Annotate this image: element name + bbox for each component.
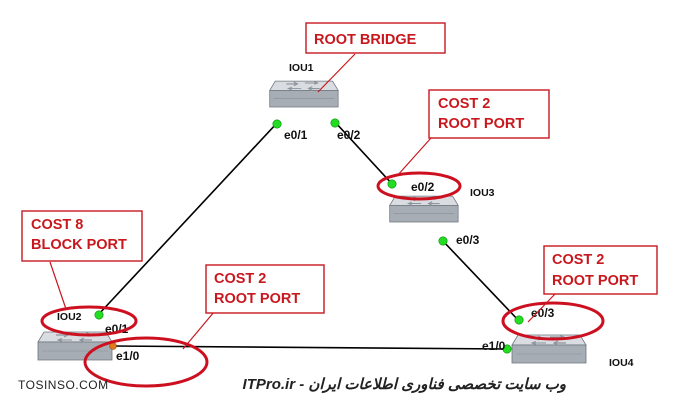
port-dot-iou1-e0-1[interactable] (272, 119, 282, 129)
highlight-iou2-e1-0 (83, 336, 209, 388)
callout-iou2-e1-role: ROOT PORT (214, 291, 300, 307)
link-iou3-iou4 (441, 239, 521, 323)
device-label-iou1: IOU1 (289, 62, 314, 74)
port-label-iou1-e0-2: e0/2 (337, 128, 361, 142)
callout-iou2-cost: COST 8 (31, 217, 83, 233)
highlight-iou3-e0-2 (376, 171, 462, 201)
callout-iou3: COST 2 ROOT PORT (428, 89, 550, 139)
port-dot-iou3-e0-3[interactable] (438, 236, 448, 246)
footer-site-left: TOSINSO.COM (18, 378, 109, 392)
port-dot-iou1-e0-2[interactable] (330, 118, 340, 128)
callout-iou2-e1-cost: COST 2 (214, 271, 266, 287)
port-dot-iou4-e0-3[interactable] (514, 315, 524, 325)
device-label-iou2: IOU2 (57, 311, 82, 323)
link-iou1-iou2 (97, 122, 278, 316)
port-label-iou3-e0-3: e0/3 (456, 233, 480, 247)
device-label-iou4: IOU4 (609, 357, 634, 369)
port-label-iou4-e1-0: e1/0 (482, 339, 506, 353)
callout-iou2-role: BLOCK PORT (31, 237, 127, 253)
device-label-iou3: IOU3 (470, 187, 495, 199)
port-dot-iou4-e1-0[interactable] (502, 344, 512, 354)
highlight-iou2-e0-1 (40, 305, 138, 337)
callout-iou2: COST 8 BLOCK PORT (21, 210, 143, 262)
callout-pointer-root-bridge (317, 53, 356, 93)
port-label-iou4-e0-3: e0/3 (531, 306, 555, 320)
callout-root-bridge: ROOT BRIDGE (305, 22, 446, 54)
port-dot-iou3-e0-2[interactable] (387, 179, 397, 189)
callout-root-bridge-text: ROOT BRIDGE (314, 32, 417, 48)
port-label-iou2-e1-0: e1/0 (116, 349, 140, 363)
callout-pointer-iou4 (527, 292, 557, 323)
port-label-iou1-e0-1: e0/1 (284, 128, 308, 142)
callout-pointer-iou2-e1 (182, 311, 215, 350)
callout-pointer-iou3 (396, 137, 432, 177)
callout-iou4-role: ROOT PORT (552, 273, 638, 289)
link-iou2-iou4 (111, 345, 509, 350)
footer-site-right: ITPro.ir - وب سایت تخصصی فناوری اطلاعات … (243, 376, 567, 393)
highlight-iou4-e0-3 (501, 301, 605, 341)
link-iou1-iou3 (334, 121, 394, 186)
callout-pointer-iou2 (49, 261, 67, 310)
callout-iou4-cost: COST 2 (552, 252, 604, 268)
port-dot-iou2-e0-1[interactable] (94, 310, 104, 320)
callout-iou4: COST 2 ROOT PORT (543, 245, 658, 295)
callout-iou2-e1: COST 2 ROOT PORT (205, 264, 325, 314)
callout-iou3-cost: COST 2 (438, 96, 490, 112)
port-label-iou3-e0-2: e0/2 (411, 180, 435, 194)
switch-iou1[interactable] (269, 80, 339, 108)
callout-iou3-role: ROOT PORT (438, 116, 524, 132)
